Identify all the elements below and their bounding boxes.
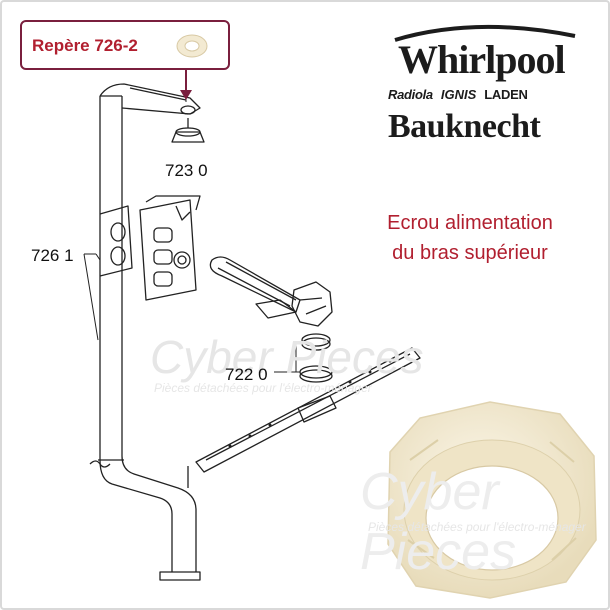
part-label-badge: Repère 726-2 bbox=[20, 20, 230, 70]
brand-logo-ignis: IGNIS bbox=[440, 87, 477, 102]
whirlpool-swoosh-icon bbox=[394, 24, 576, 42]
brand-logo-whirlpool: Whirlpool bbox=[398, 37, 566, 82]
watermark-tagline: Pièces détachées pour l'électro-ménager bbox=[154, 381, 372, 395]
watermark-brand: Cyber Pieces bbox=[150, 331, 424, 383]
product-title-line: du bras supérieur bbox=[392, 242, 548, 264]
brand-logo-laden: LADEN bbox=[484, 87, 528, 102]
watermark-brand: Cyber Pieces bbox=[360, 463, 517, 581]
callout-722: 722 0 bbox=[225, 365, 268, 384]
nut-photo bbox=[387, 401, 597, 599]
brand-logo-bauknecht: Bauknecht bbox=[388, 108, 541, 145]
callout-726: 726 1 bbox=[31, 246, 74, 265]
product-title: Ecrou alimentation du bras supérieur bbox=[340, 208, 600, 268]
feed-tube bbox=[99, 96, 197, 572]
brand-logo-radiola: Radiola bbox=[388, 87, 433, 102]
watermark-tagline: Pièces détachées pour l'électro-ménager bbox=[368, 520, 586, 534]
callout-723: 723 0 bbox=[165, 161, 208, 180]
nut-icon bbox=[174, 32, 210, 65]
part-label: Repère 726-2 bbox=[32, 36, 138, 55]
product-title-line: Ecrou alimentation bbox=[387, 212, 553, 234]
brand-logo-row: Radiola IGNIS LADEN bbox=[388, 87, 528, 102]
pointer-arrow bbox=[180, 70, 192, 100]
